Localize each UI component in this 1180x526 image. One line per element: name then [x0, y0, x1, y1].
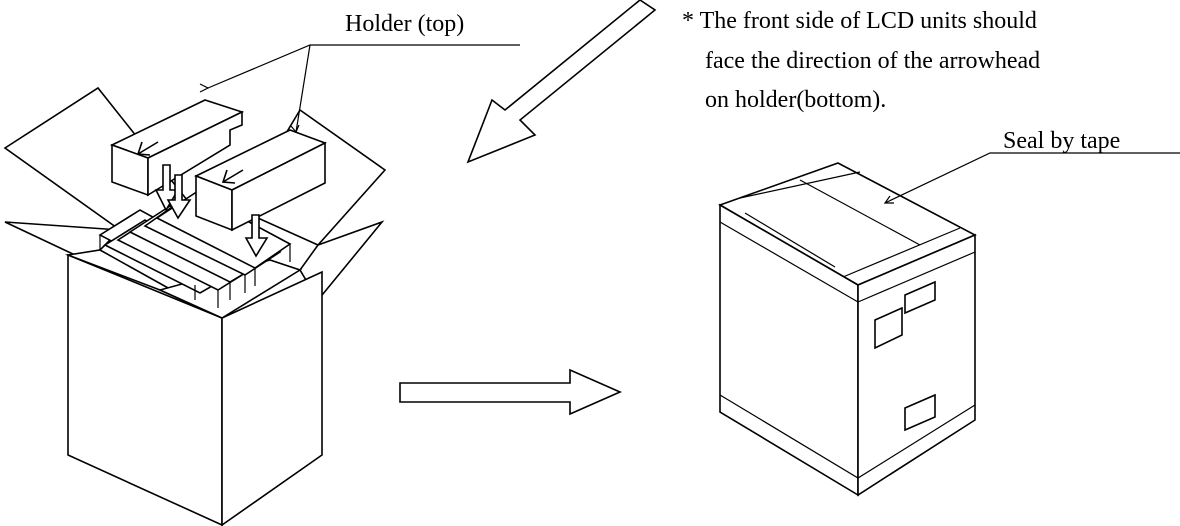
insert-arrows: [154, 164, 269, 258]
holder-top-left: [109, 99, 245, 197]
seal-by-tape-label: Seal by tape: [1003, 128, 1120, 154]
holder-leader-line: [207, 44, 520, 89]
note-line-3: on holder(bottom).: [705, 87, 886, 113]
holder-top-label: Holder (top): [345, 11, 464, 37]
box-right-face: [221, 270, 323, 526]
open-box: [3, 44, 520, 526]
insert-direction-arrow-icon: [466, 0, 657, 164]
holder-top-right: [194, 129, 327, 232]
process-arrow-icon: [399, 368, 622, 416]
note-line-2: face the direction of the arrowhead: [705, 48, 1040, 74]
sealed-box-side: [857, 233, 976, 497]
box-left-flap: [4, 221, 122, 256]
sealed-box: [718, 152, 1180, 497]
note-line-1: * The front side of LCD units should: [682, 8, 1037, 34]
